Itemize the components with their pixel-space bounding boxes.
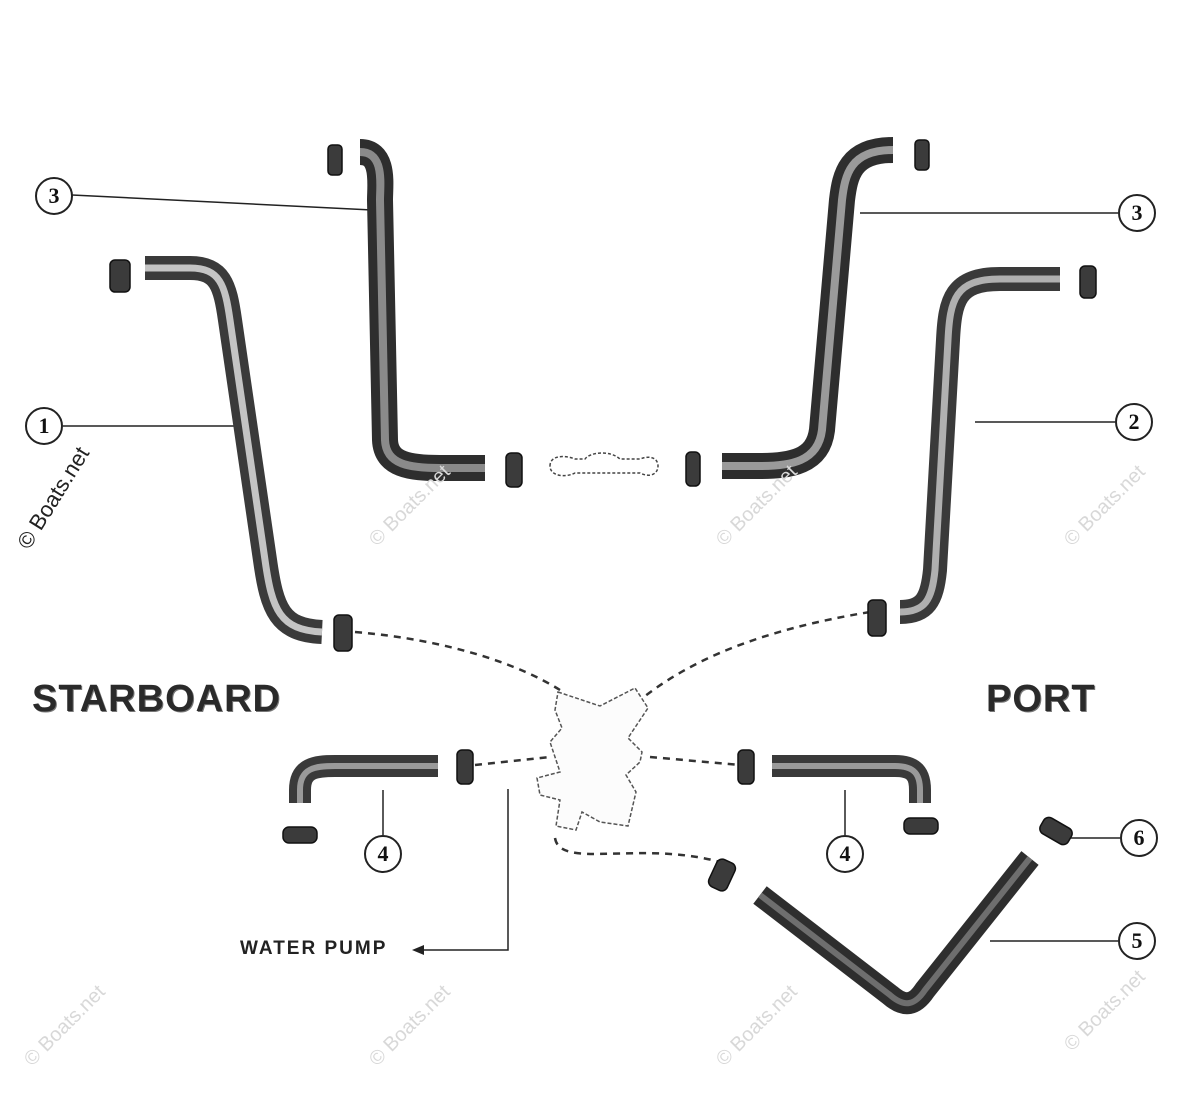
port-label: PORT — [986, 678, 1096, 720]
hose-3-right — [722, 137, 894, 479]
hose-2 — [899, 267, 1060, 624]
gasket-plate — [549, 452, 659, 477]
hose-1 — [145, 256, 324, 644]
callout-4-right: 4 — [826, 835, 864, 873]
callout-6: 6 — [1120, 819, 1158, 857]
hose-clamps — [109, 139, 1097, 892]
leader-lines — [63, 194, 1120, 951]
water-pump-outline — [536, 687, 649, 831]
callout-3-left: 3 — [35, 177, 73, 215]
callout-1: 1 — [25, 407, 63, 445]
callout-4-left: 4 — [364, 835, 402, 873]
hose-4-left — [289, 755, 438, 803]
hose-5 — [753, 851, 1039, 1015]
callout-5: 5 — [1118, 922, 1156, 960]
callout-3-right: 3 — [1118, 194, 1156, 232]
dashed-connections — [354, 610, 871, 864]
callout-2: 2 — [1115, 403, 1153, 441]
hose-4-right — [772, 755, 931, 803]
water-pump-label: WATER PUMP — [240, 938, 388, 959]
water-pump-arrow-icon — [412, 945, 424, 955]
starboard-label: STARBOARD — [32, 678, 281, 720]
hose-3-left — [358, 139, 485, 481]
